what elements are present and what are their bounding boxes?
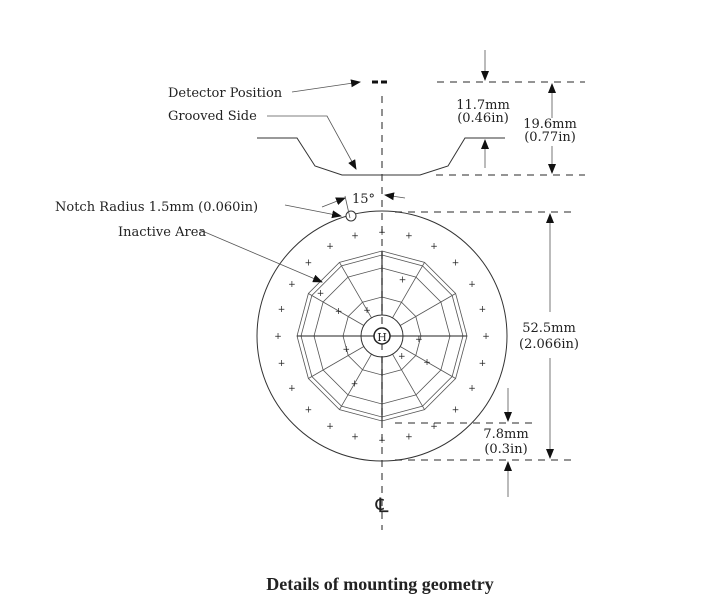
diameter-in: (2.066in) <box>519 337 579 352</box>
inner-point: + <box>398 352 406 362</box>
inner-circle <box>360 314 404 358</box>
notch-leader <box>284 204 342 219</box>
segment-spoke <box>392 262 425 319</box>
detector-segments <box>296 250 468 422</box>
angle-label: 15° <box>352 192 375 207</box>
segment-spoke <box>339 353 372 410</box>
mount-point: + <box>274 332 282 342</box>
angle-arrow-right <box>384 192 406 201</box>
mount-point: + <box>305 258 313 268</box>
mount-point: + <box>452 258 460 268</box>
mount-point: + <box>405 432 413 442</box>
inner-point: + <box>363 306 371 316</box>
detector-position-label: Detector Position <box>168 86 283 101</box>
segment-spoke <box>399 293 456 326</box>
mount-point: + <box>479 359 487 369</box>
centerline-symbol: ℄ <box>375 493 389 517</box>
grooved-leader <box>267 115 357 170</box>
inner-point: + <box>343 345 351 355</box>
mount-point: + <box>479 305 487 315</box>
inner-point: + <box>335 307 343 317</box>
segment-spoke <box>308 293 365 326</box>
center-mark: H <box>377 331 387 344</box>
mount-point: + <box>326 422 334 432</box>
mount-point: + <box>351 232 359 242</box>
inner-point: + <box>351 380 359 390</box>
segment-spoke <box>392 353 425 410</box>
mount-point: + <box>430 242 438 252</box>
segment-spoke <box>339 262 372 319</box>
mount-point: + <box>378 436 386 446</box>
detector-leader <box>291 79 361 93</box>
mount-point: + <box>405 232 413 242</box>
angle-line <box>344 195 351 219</box>
edge-distance-in: (0.3in) <box>484 442 527 457</box>
total-depth-mm: 19.6mm <box>523 117 577 132</box>
groove-depth-in: (0.46in) <box>457 111 509 126</box>
grooved-side-profile <box>257 137 505 176</box>
inner-point: + <box>317 289 325 299</box>
inner-point: + <box>423 358 431 368</box>
segment-spoke <box>308 346 365 379</box>
mount-point: + <box>288 280 296 290</box>
mount-point: + <box>326 242 334 252</box>
inner-point: + <box>415 335 423 345</box>
groove-depth-mm: 11.7mm <box>456 98 510 113</box>
notch-radius-label: Notch Radius 1.5mm (0.060in) <box>55 200 258 215</box>
total-depth-in: (0.77in) <box>524 130 576 145</box>
inactive-area-label: Inactive Area <box>118 225 206 240</box>
mount-point: + <box>278 305 286 315</box>
grooved-side-label: Grooved Side <box>168 109 257 124</box>
inner-point: + <box>399 276 407 286</box>
segment-spoke <box>399 346 456 379</box>
mounting-points: + + + + + + + + + + + + + + + + + + + + + + + + + + + + + + + + + <box>274 228 490 446</box>
diameter-mm: 52.5mm <box>522 321 576 336</box>
mount-point: + <box>468 384 476 394</box>
mount-point: + <box>452 406 460 416</box>
notch <box>345 210 357 222</box>
mount-point: + <box>288 384 296 394</box>
inactive-leader <box>199 229 323 283</box>
mount-point: + <box>351 432 359 442</box>
mount-point: + <box>305 406 313 416</box>
mount-point: + <box>468 280 476 290</box>
mount-point: + <box>482 332 490 342</box>
mount-point: + <box>430 422 438 432</box>
figure-caption: Details of mounting geometry <box>266 574 493 594</box>
detector-disc <box>256 210 508 462</box>
angle-arrow-left <box>321 197 346 208</box>
edge-distance-mm: 7.8mm <box>483 427 528 442</box>
mount-point: + <box>278 359 286 369</box>
center-hole <box>373 327 391 345</box>
mount-point: + <box>378 228 386 238</box>
